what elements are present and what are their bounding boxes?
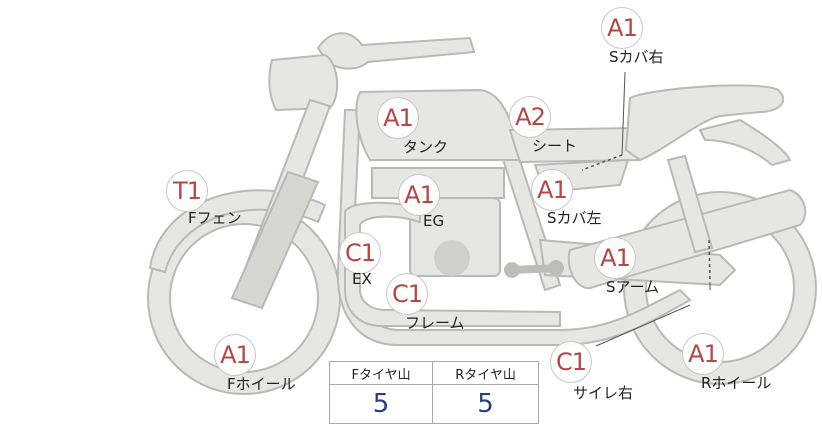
tail-shape xyxy=(624,84,785,162)
front-tread-value: 5 xyxy=(328,384,434,424)
rear-tread-value: 5 xyxy=(432,384,539,424)
front-tread-header: Fタイヤ山 xyxy=(328,361,434,385)
grade-marker-seat: A2 xyxy=(509,96,551,138)
fork-tube-shape xyxy=(230,170,320,310)
s-cover-right-leader-dash xyxy=(581,154,623,171)
headlight-shape xyxy=(268,53,339,112)
rear-fender-shape xyxy=(698,118,792,167)
footpeg-shape xyxy=(504,260,564,278)
grade-marker-eg: A1 xyxy=(398,174,440,216)
s-cover-right-leader xyxy=(621,71,626,156)
rear-shock-shape xyxy=(666,154,714,254)
grade-marker-s-cover-right: A1 xyxy=(601,7,643,49)
grade-marker-s-arm: A1 xyxy=(594,237,636,279)
tire-tread-table: Fタイヤ山 Rタイヤ山 5 5 xyxy=(328,361,539,424)
label-eg: EG xyxy=(423,212,445,230)
label-f-wheel: Fホイール xyxy=(227,375,296,393)
grade-marker-r-wheel: A1 xyxy=(682,333,724,375)
label-f-fender: Fフェン xyxy=(188,209,242,227)
label-r-wheel: Rホイール xyxy=(701,374,772,392)
grade-marker-tank: A1 xyxy=(377,97,419,139)
handlebar-shape xyxy=(316,32,476,70)
label-s-cover-right: Sカバ右 xyxy=(609,48,664,66)
label-s-arm: Sアーム xyxy=(606,278,660,296)
label-silencer-right: サイレ右 xyxy=(573,384,634,402)
label-ex: EX xyxy=(352,270,372,288)
label-frame: フレーム xyxy=(405,314,465,332)
grade-marker-s-cover-left: A1 xyxy=(531,169,573,211)
grade-marker-frame: C1 xyxy=(386,273,428,315)
engine-shape xyxy=(371,167,505,277)
grade-marker-f-fender: T1 xyxy=(166,170,208,212)
label-tank: タンク xyxy=(403,138,449,156)
grade-marker-f-wheel: A1 xyxy=(214,334,256,376)
silencer-leader xyxy=(595,304,691,347)
s-arm-leader xyxy=(708,239,711,283)
grade-marker-ex: C1 xyxy=(339,232,381,274)
grade-marker-silencer-right: C1 xyxy=(550,341,592,383)
label-seat: シート xyxy=(532,137,578,155)
exhaust-shape xyxy=(344,201,561,327)
rear-tread-header: Rタイヤ山 xyxy=(432,361,539,385)
label-s-cover-left: Sカバ左 xyxy=(547,209,602,227)
